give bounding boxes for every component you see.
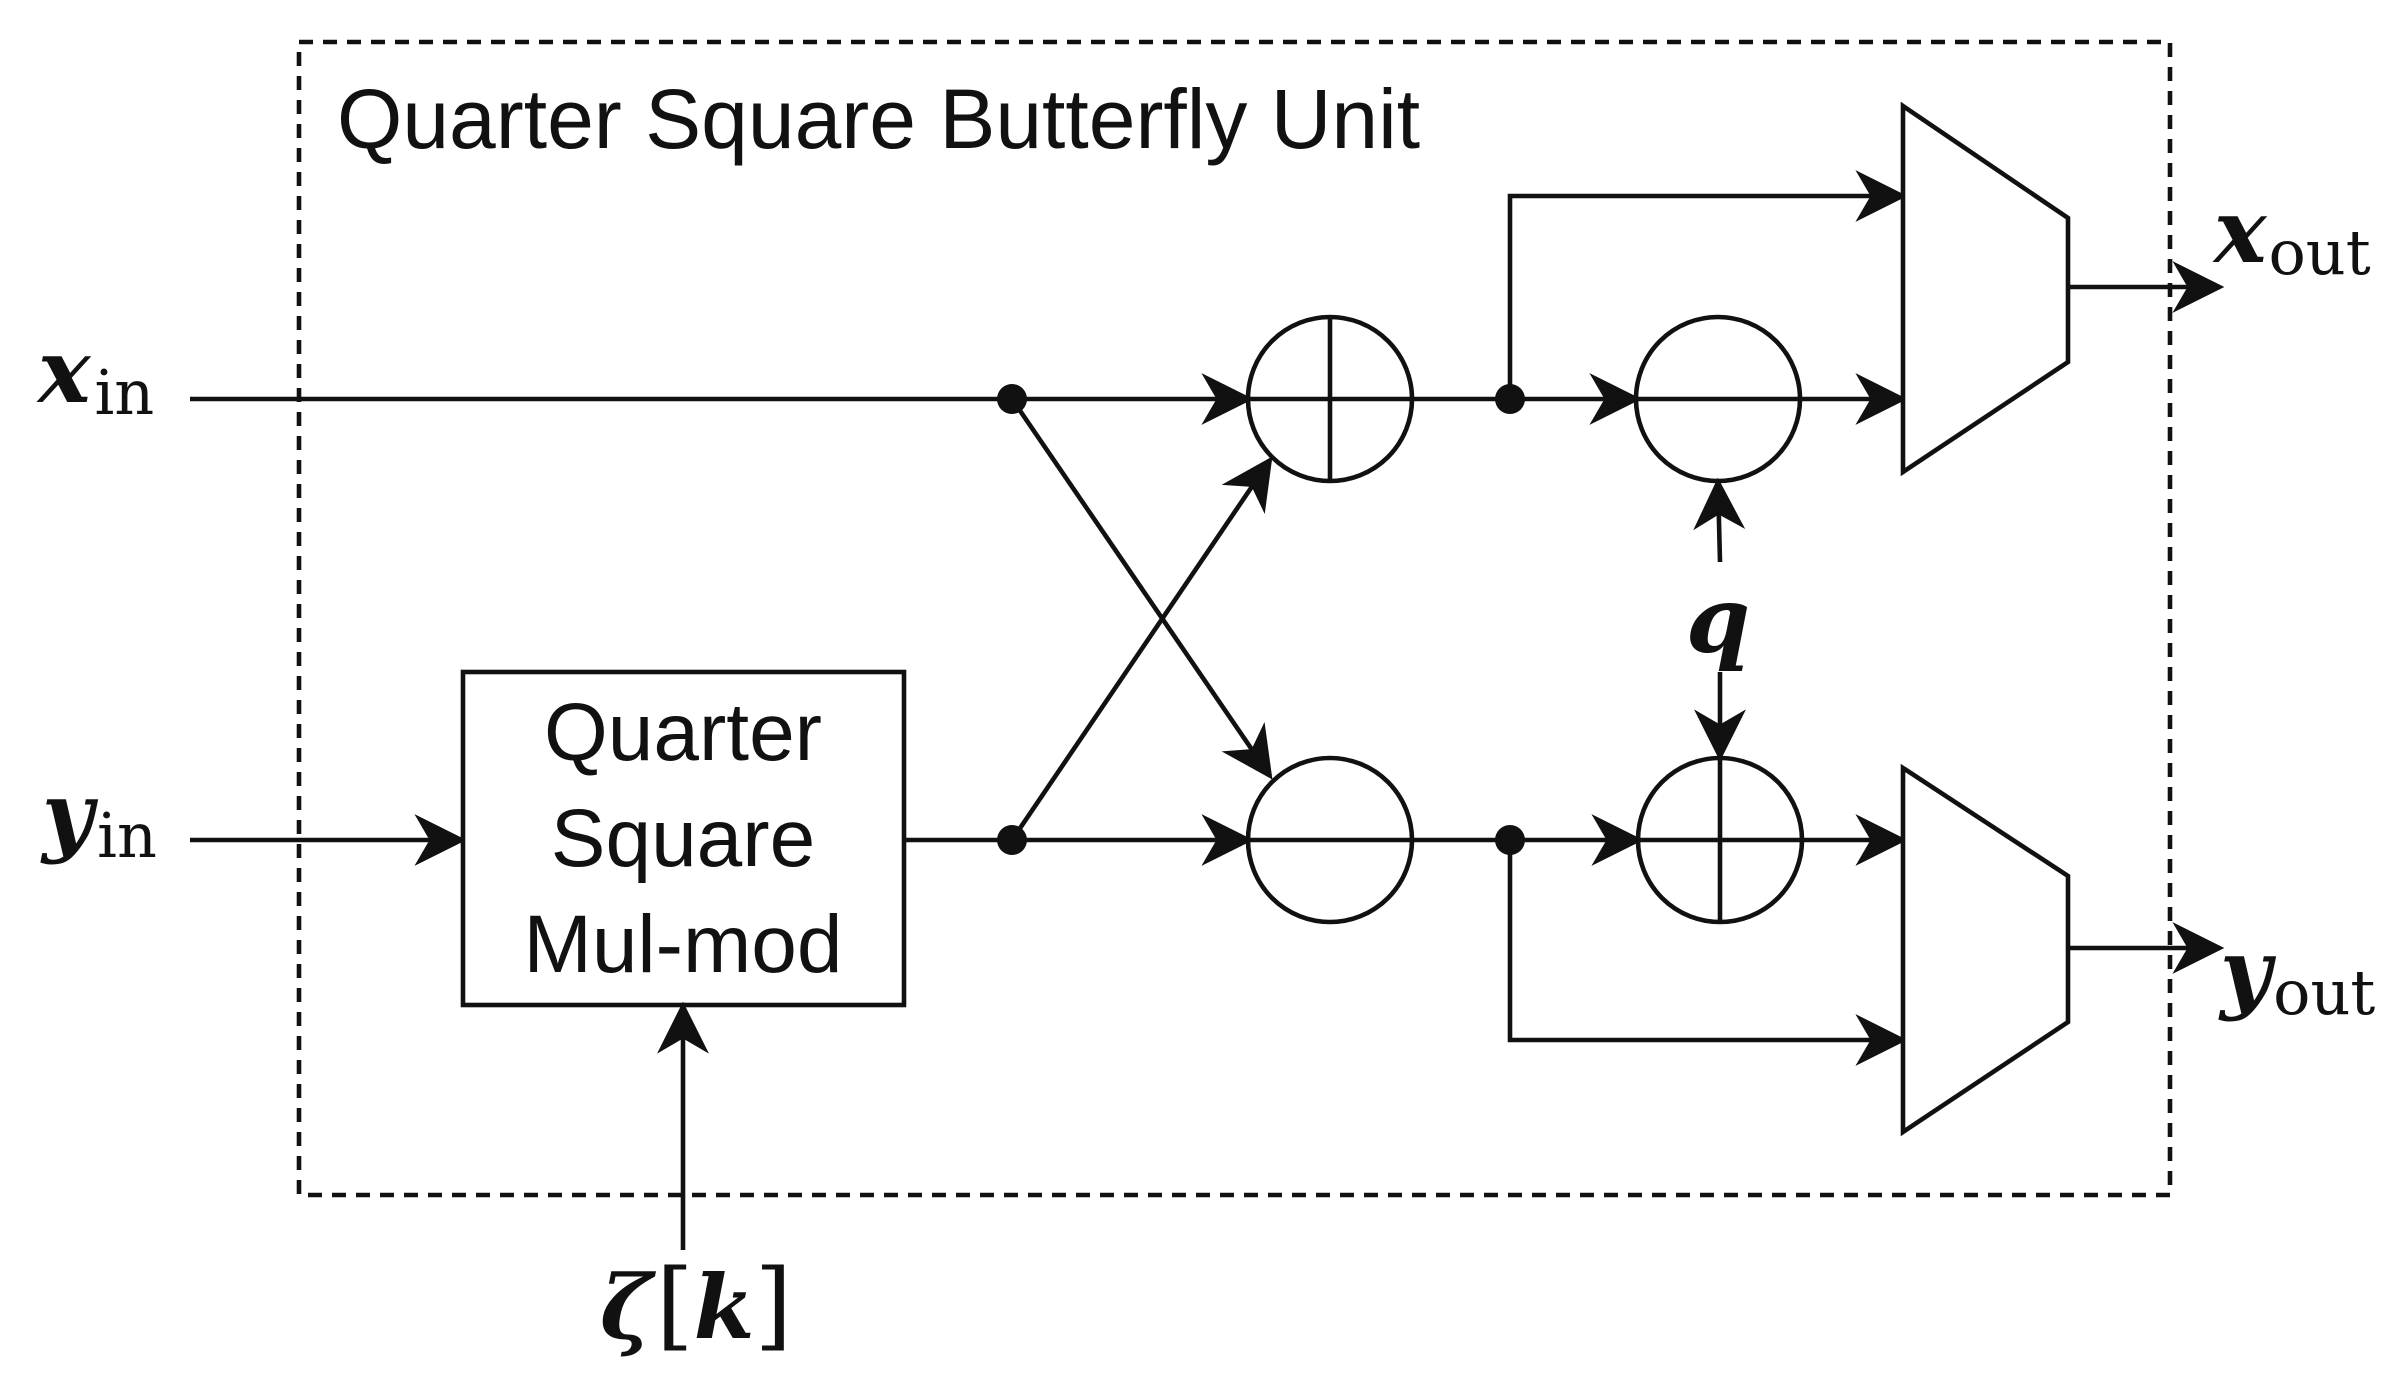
x-junction-dot: [997, 384, 1027, 414]
subtractor-bottom-icon: [1245, 755, 1415, 925]
x-in-label: xin: [36, 319, 154, 429]
svg-text:xout: xout: [2212, 179, 2371, 289]
q-label: q: [1686, 566, 1750, 674]
unit-boundary: [296, 39, 2173, 1198]
mul-mod-label-line1: Quarter: [544, 687, 822, 778]
y-out-label: yout: [2218, 919, 2375, 1029]
svg-text:yout: yout: [2218, 919, 2375, 1029]
x-out-label: xout: [2212, 179, 2371, 289]
subtract-q-icon: [1633, 314, 1803, 484]
mux-top-icon: [1900, 101, 2071, 477]
mul-mod-label-line3: Mul-mod: [524, 899, 843, 990]
svg-text:xin: xin: [36, 319, 154, 429]
unit-title: Quarter Square Butterfly Unit: [337, 72, 1420, 166]
q-to-top-arrow: [1693, 477, 1746, 563]
zeta-label: ζ[k]: [600, 1249, 792, 1361]
y-junction-dot: [997, 825, 1027, 855]
add-q-icon: [1635, 755, 1805, 925]
top-bypass-wire: [1507, 170, 1908, 399]
y-in-label: yin: [40, 762, 157, 872]
svg-text:yin: yin: [40, 762, 157, 872]
mux-bottom-icon: [1900, 763, 2071, 1137]
mul-mod-block: [460, 669, 907, 1008]
bottom-bypass-wire: [1507, 840, 1908, 1066]
adder-top-icon: [1245, 314, 1415, 484]
x-to-subtractor-arrow: [1010, 397, 1273, 780]
mul-mod-label-line2: Square: [551, 793, 815, 884]
svg-text:ζ[k]: ζ[k]: [600, 1249, 792, 1361]
y-to-adder-arrow: [1010, 456, 1273, 842]
